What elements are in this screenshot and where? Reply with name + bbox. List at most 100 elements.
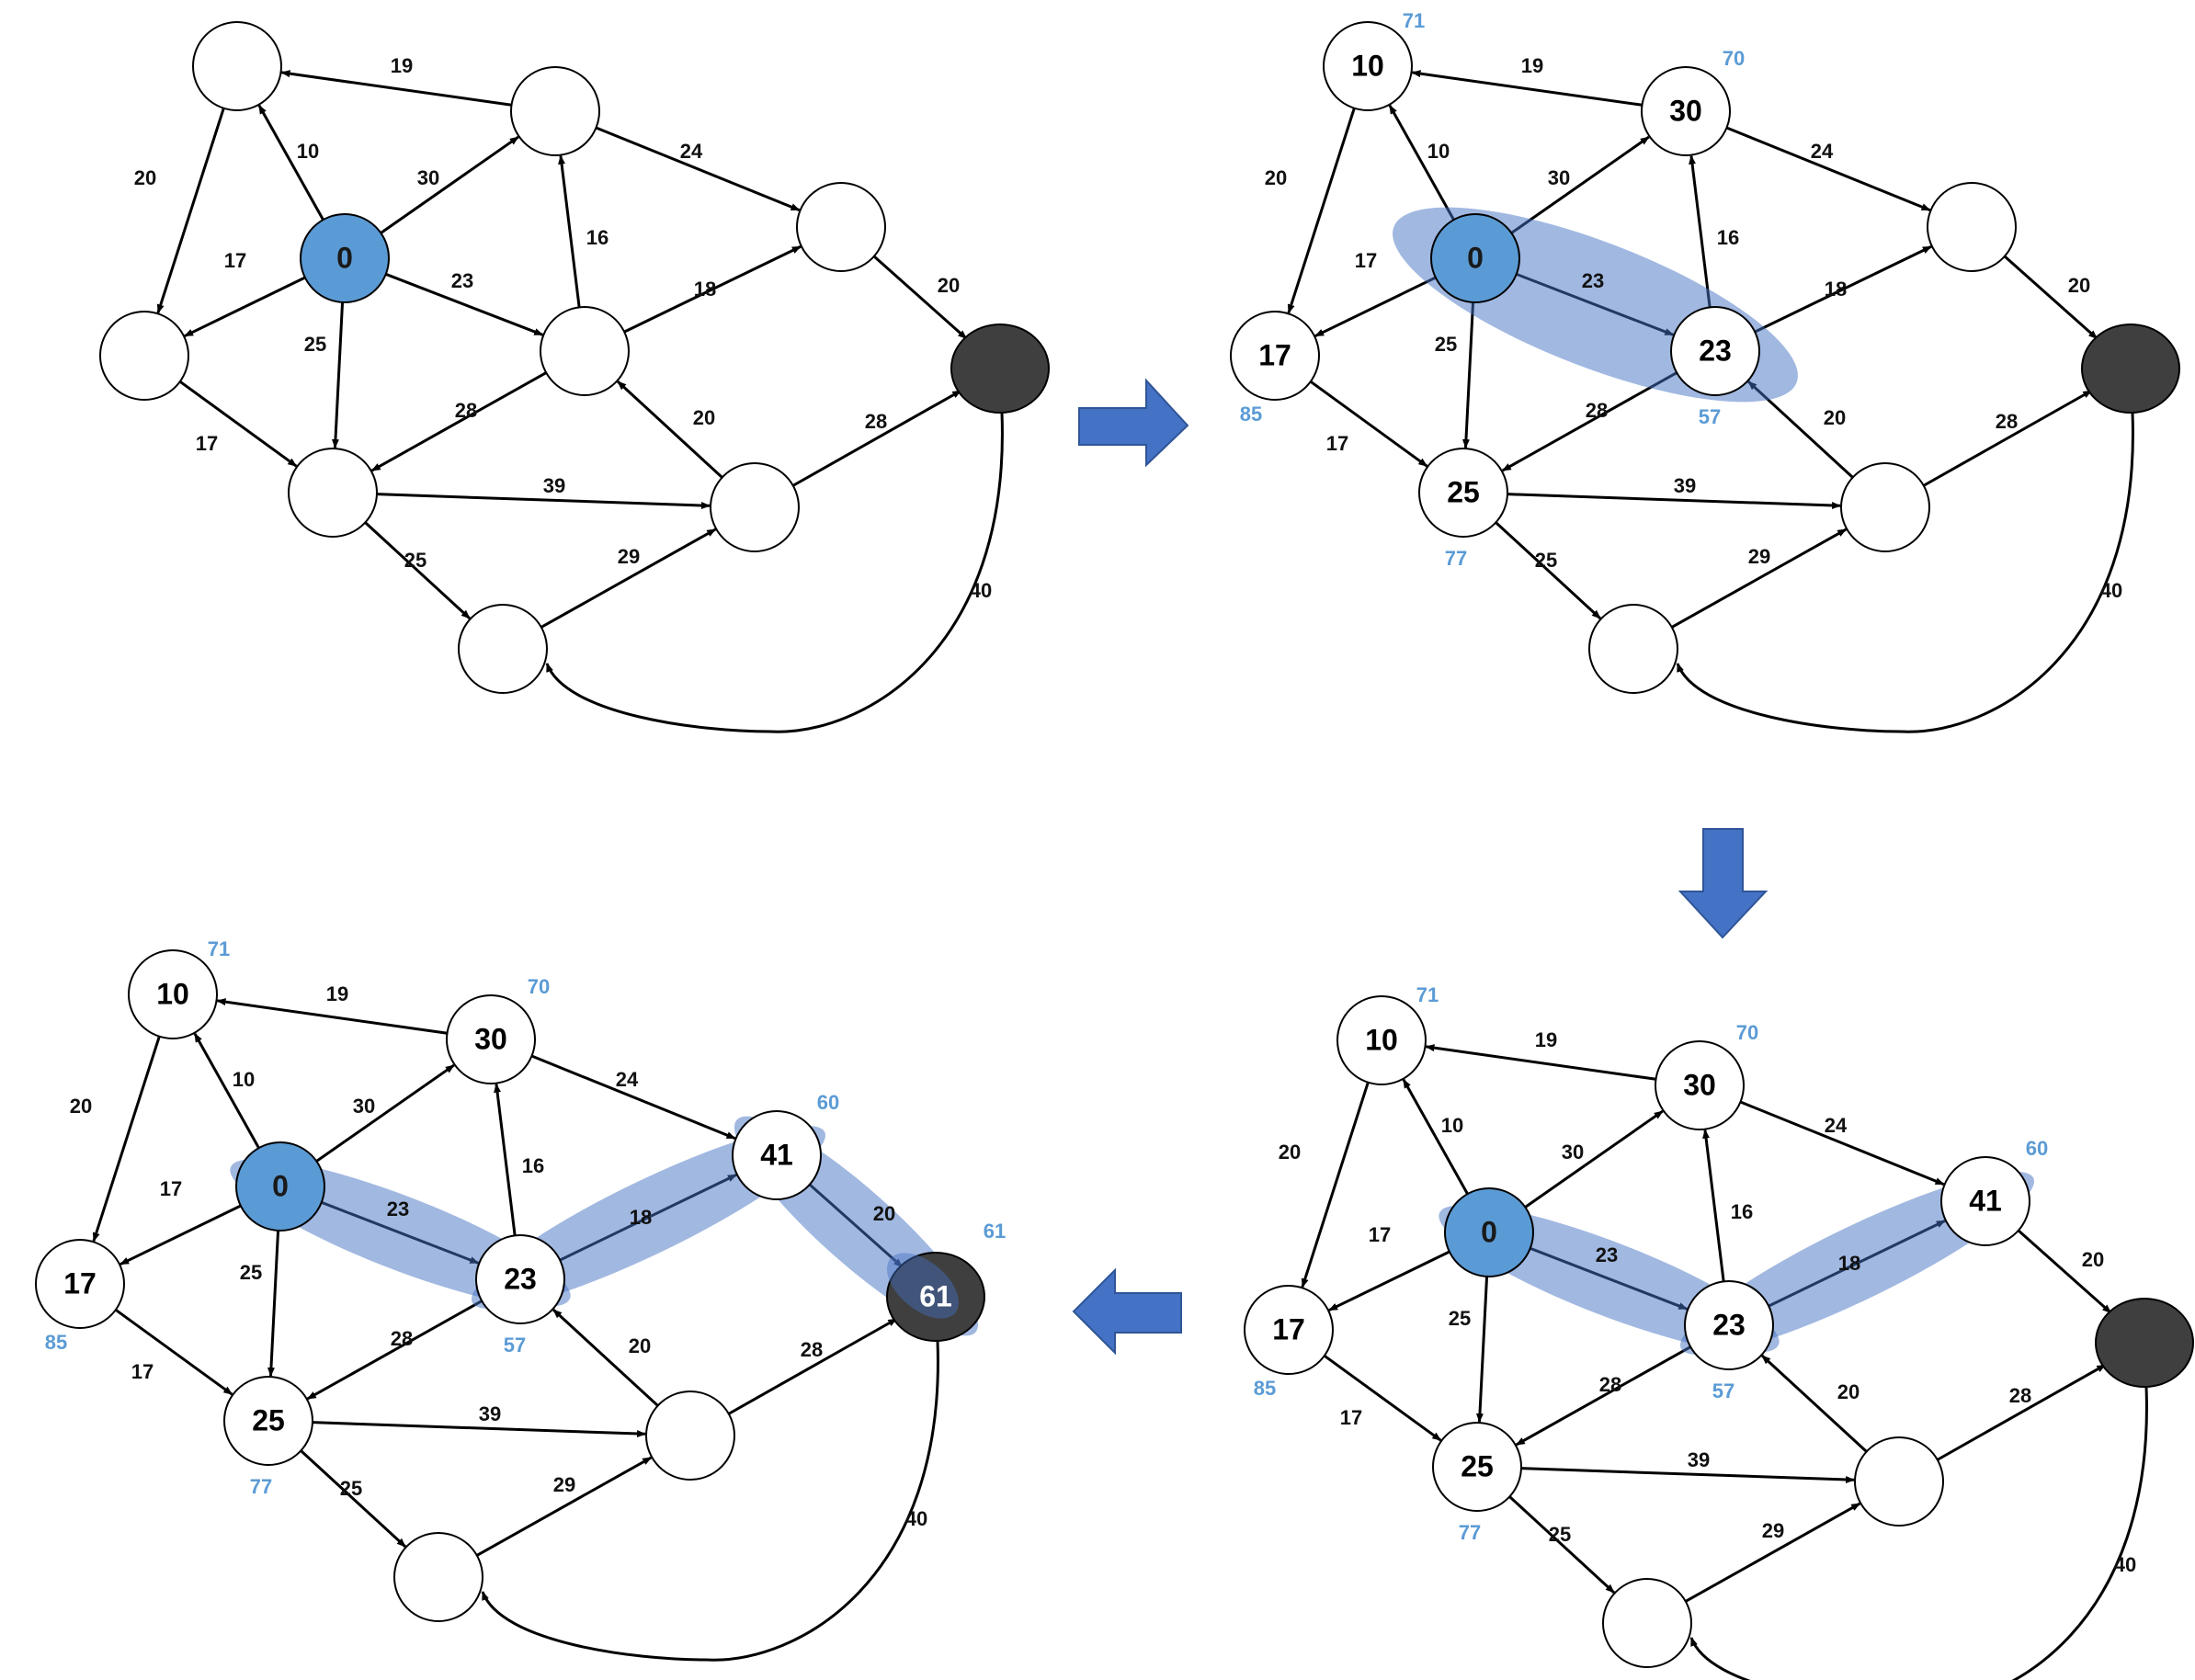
node-n2 <box>446 994 536 1084</box>
node-n4-distance: 17 <box>63 1266 97 1300</box>
edge-n5-n6 <box>1515 1345 1691 1447</box>
node-t <box>950 324 1050 414</box>
node-n1-distance: 10 <box>1351 49 1384 82</box>
node-n7 <box>1840 462 1930 552</box>
edge-n5-n6 <box>370 371 547 472</box>
edge-weight-n6-n7: 39 <box>479 1402 501 1425</box>
edge-weight-n5-n3: 18 <box>1838 1252 1860 1275</box>
edge-weight-s-n4: 17 <box>1369 1223 1391 1246</box>
edge-weight-t-n8: 40 <box>905 1507 927 1530</box>
node-n1-annotation: 71 <box>1403 9 1425 32</box>
node-n4-annotation: 85 <box>1240 403 1262 426</box>
edge-t-n8 <box>545 412 1004 733</box>
node-n2-distance: 30 <box>1669 94 1702 127</box>
node-t <box>2081 324 2180 414</box>
edge-s-n2 <box>1524 1109 1664 1209</box>
node-n6-distance: 25 <box>1461 1449 1494 1482</box>
edge-weight-n7-n5: 20 <box>629 1334 651 1357</box>
target-highlight <box>886 1253 960 1319</box>
edge-weight-n5-n6: 28 <box>1599 1373 1621 1396</box>
edge-weight-n8-n7: 29 <box>553 1473 575 1496</box>
edge-n2-n1 <box>1425 1044 1656 1081</box>
edge-n5-n2 <box>1689 154 1712 308</box>
edge-weight-s-n6: 25 <box>304 333 326 356</box>
node-s <box>1430 213 1520 303</box>
edge-weight-n2-n3: 24 <box>680 140 703 163</box>
node-n4 <box>1230 311 1320 401</box>
edge-weight-s-n4: 17 <box>160 1177 182 1200</box>
node-n5-annotation: 57 <box>1699 405 1721 428</box>
edge-n3-t <box>2017 1229 2112 1314</box>
node-n4 <box>99 311 189 401</box>
edge-s-n6 <box>1461 301 1475 449</box>
edge-n6-n7 <box>312 1421 647 1437</box>
edge-weight-s-n5: 23 <box>1596 1243 1618 1266</box>
edge-weight-n6-n7: 39 <box>543 474 565 497</box>
edge-weight-n5-n3: 18 <box>694 278 716 301</box>
node-t-annotation: 61 <box>984 1220 1006 1243</box>
edge-n1-n4 <box>156 108 225 314</box>
edge-weight-s-n6: 25 <box>1449 1307 1471 1330</box>
node-n1-annotation: 71 <box>208 937 230 960</box>
edge-weight-n6-n8: 25 <box>1535 549 1557 572</box>
edge-n2-n1 <box>280 70 512 107</box>
edge-n5-n6 <box>306 1300 483 1401</box>
edge-n7-t <box>1923 389 2093 487</box>
node-n7 <box>645 1391 735 1481</box>
edge-weight-n6-n8: 25 <box>340 1477 362 1500</box>
node-n3 <box>1927 182 2017 272</box>
edge-weight-n5-n2: 16 <box>1717 226 1739 249</box>
node-n3-annotation: 60 <box>2026 1137 2048 1160</box>
node-n6-annotation: 77 <box>1445 547 1467 570</box>
edge-n2-n3 <box>1739 1100 1945 1186</box>
edge-weight-n7-t: 28 <box>865 410 887 433</box>
node-n1-annotation: 71 <box>1416 983 1439 1006</box>
edge-weight-s-n5: 23 <box>387 1198 409 1220</box>
node-n2-distance: 30 <box>474 1022 507 1055</box>
node-n1-distance: 10 <box>1365 1023 1398 1056</box>
edge-weight-s-n2: 30 <box>1548 166 1570 189</box>
node-n5 <box>1670 306 1760 396</box>
node-n4 <box>35 1239 125 1329</box>
edge-n5-n6 <box>1501 371 1678 472</box>
edge-n8-n7 <box>540 528 717 629</box>
edge-s-n4 <box>1314 276 1437 337</box>
edge-weight-n1-n4: 20 <box>134 166 156 189</box>
node-n6 <box>288 448 378 538</box>
edge-weight-s-n6: 25 <box>1435 333 1457 356</box>
edge-weight-s-n2: 30 <box>353 1095 375 1118</box>
edge-weight-n4-n6: 17 <box>131 1360 154 1383</box>
arrow-right-icon <box>1078 378 1189 468</box>
node-n6-annotation: 77 <box>1459 1521 1481 1544</box>
node-s-distance: 0 <box>1481 1215 1497 1248</box>
edge-n5-n3 <box>1754 244 1932 334</box>
node-s <box>235 1141 325 1232</box>
edge-weight-s-n1: 10 <box>233 1068 255 1091</box>
edge-weight-n5-n6: 28 <box>455 399 477 422</box>
edge-n1-n4 <box>1287 108 1356 314</box>
node-n4-annotation: 85 <box>1254 1377 1276 1400</box>
edge-weight-n7-t: 28 <box>801 1338 823 1361</box>
edge-weight-n7-t: 28 <box>2009 1384 2031 1407</box>
node-s-distance: 0 <box>336 241 353 274</box>
edge-n2-n3 <box>530 1054 736 1140</box>
edge-weight-n6-n8: 25 <box>1549 1523 1571 1546</box>
node-n5-distance: 23 <box>1699 334 1732 367</box>
edge-weight-n3-t: 20 <box>938 274 960 297</box>
edge-weight-n5-n3: 18 <box>1825 278 1847 301</box>
edge-weight-t-n8: 40 <box>970 579 992 602</box>
edge-t-n8 <box>1676 412 2134 733</box>
node-n8 <box>1588 604 1678 694</box>
edge-s-n2 <box>380 135 519 234</box>
node-n2 <box>1641 66 1731 156</box>
edge-weight-s-n2: 30 <box>1562 1141 1584 1164</box>
edge-weight-s-n2: 30 <box>417 166 439 189</box>
edge-n8-n7 <box>1685 1502 1861 1603</box>
edge-weight-s-n4: 17 <box>1355 249 1377 272</box>
node-n4-annotation: 85 <box>45 1331 67 1354</box>
edge-n2-n1 <box>216 998 448 1035</box>
node-n1 <box>192 21 282 111</box>
edge-t-n8 <box>1689 1386 2148 1680</box>
